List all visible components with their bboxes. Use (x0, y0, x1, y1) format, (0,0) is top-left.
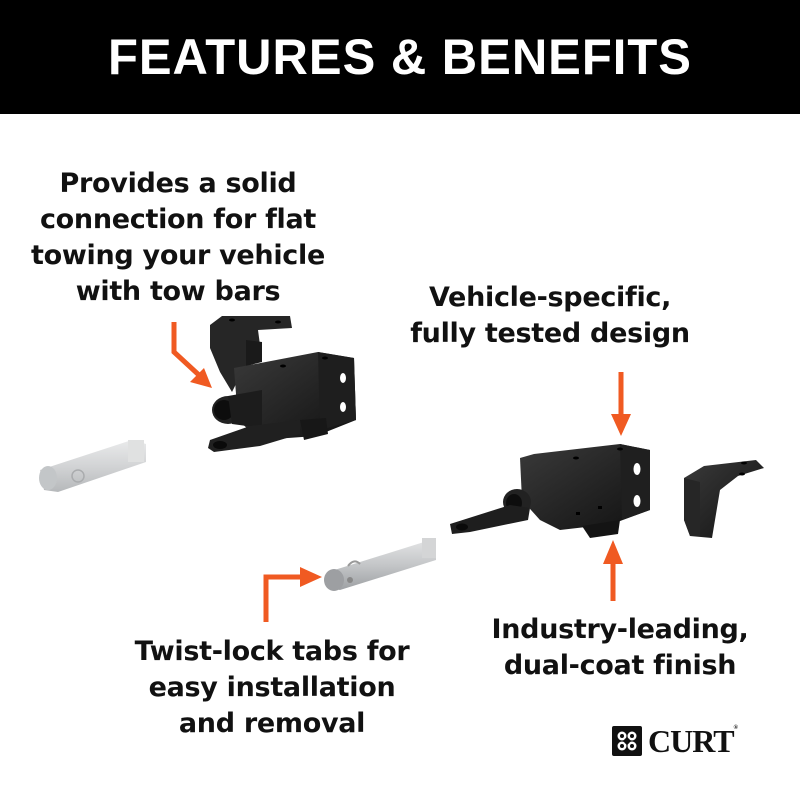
arrow-down-icon (611, 372, 631, 436)
callout-tow-bar-connection: Provides a solid connection for flat tow… (28, 166, 328, 310)
callout-twist-lock-tabs: Twist-lock tabs for easy installation an… (112, 634, 432, 742)
brand-logo: CURT® (612, 723, 739, 759)
callout-line: Industry-leading, (491, 614, 749, 645)
page-title: FEATURES & BENEFITS (108, 29, 692, 85)
callout-line: Twist-lock tabs for (134, 636, 410, 667)
tow-bracket-left (208, 316, 356, 452)
callout-vehicle-specific: Vehicle-specific, fully tested design (400, 280, 700, 352)
callout-line: connection for flat (39, 204, 317, 235)
tow-bracket-right (450, 444, 650, 538)
mounting-bracket-right (684, 460, 764, 538)
brand-name: CURT (648, 723, 735, 759)
arrow-elbow-right-icon (263, 567, 322, 622)
arrow-up-icon (603, 540, 623, 601)
header-band: FEATURES & BENEFITS (0, 0, 800, 114)
twist-lock-tab-left (39, 440, 146, 492)
callout-line: Provides a solid (59, 168, 297, 199)
callout-dual-coat-finish: Industry-leading, dual-coat finish (465, 612, 775, 684)
callout-line: Vehicle-specific, (428, 282, 672, 313)
callout-line: and removal (178, 708, 366, 739)
twist-lock-tab-center (324, 538, 436, 591)
curt-emblem-icon (612, 726, 642, 756)
trademark-symbol: ® (733, 725, 739, 731)
callout-line: fully tested design (410, 318, 690, 349)
callout-line: with tow bars (75, 276, 281, 307)
callout-line: easy installation (148, 672, 396, 703)
callout-line: dual-coat finish (503, 650, 737, 681)
arrow-down-right-icon (171, 322, 212, 388)
brand-wordmark: CURT® (648, 723, 739, 759)
callout-line: towing your vehicle (31, 240, 325, 271)
arrows (171, 322, 631, 622)
